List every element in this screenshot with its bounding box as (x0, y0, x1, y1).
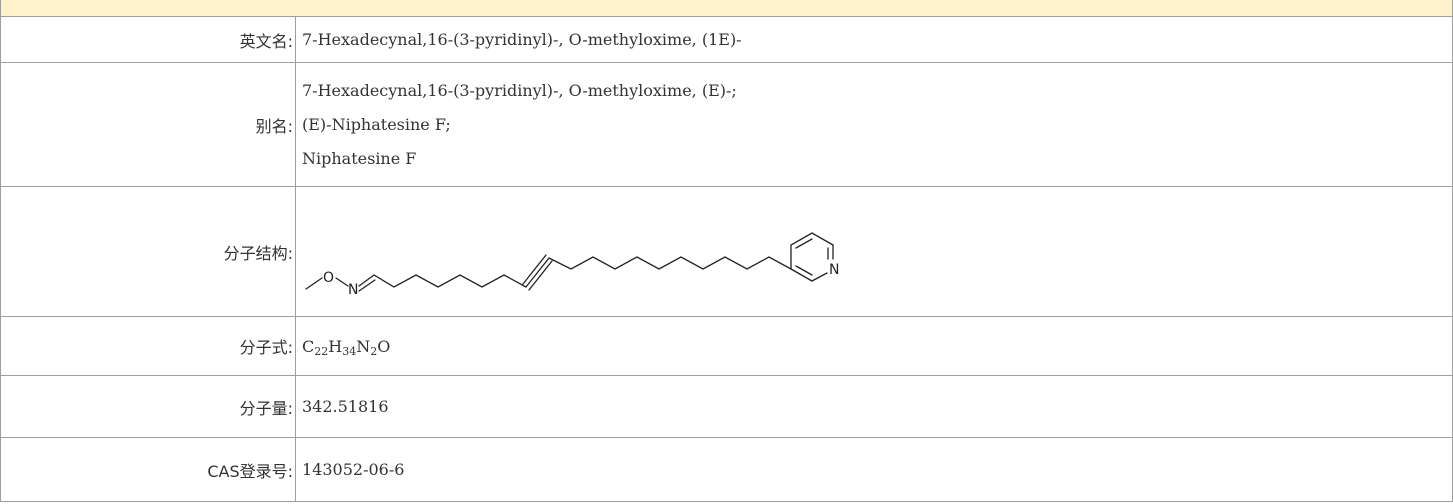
mol-weight-value: 342.51816 (295, 375, 1453, 438)
pyridine-nitrogen-atom: N (829, 262, 839, 278)
header-bar (0, 0, 1453, 17)
synonym-item: Niphatesine F (302, 148, 417, 168)
english-name-value: 7-Hexadecynal,16-(3-pyridinyl)-, O-methy… (295, 16, 1453, 63)
synonyms-label: 别名: (0, 62, 296, 187)
row-mol-weight: 分子量: 342.51816 (0, 375, 1453, 438)
row-formula: 分子式: C22H34N2O (0, 316, 1453, 376)
molecular-formula: C22H34N2O (295, 316, 1453, 376)
formula-label: 分子式: (0, 316, 296, 376)
molecular-structure-image: O N N (305, 231, 839, 298)
row-synonyms: 别名: 7-Hexadecynal,16-(3-pyridinyl)-, O-m… (0, 62, 1453, 187)
mol-weight-label: 分子量: (0, 375, 296, 438)
cas-label: CAS登录号: (0, 437, 296, 502)
english-name-label: 英文名: (0, 16, 296, 63)
compound-info-table: 英文名: 7-Hexadecynal,16-(3-pyridinyl)-, O-… (0, 16, 1453, 502)
cas-value: 143052-06-6 (295, 437, 1453, 502)
row-english-name: 英文名: 7-Hexadecynal,16-(3-pyridinyl)-, O-… (0, 16, 1453, 63)
synonym-item: 7-Hexadecynal,16-(3-pyridinyl)-, O-methy… (302, 80, 737, 100)
oxygen-atom: O (323, 270, 334, 286)
structure-label: 分子结构: (0, 186, 296, 317)
row-structure: 分子结构: (0, 186, 1453, 317)
oxime-nitrogen-atom: N (348, 282, 358, 298)
synonym-item: (E)-Niphatesine F; (302, 114, 451, 134)
row-cas: CAS登录号: 143052-06-6 (0, 437, 1453, 502)
